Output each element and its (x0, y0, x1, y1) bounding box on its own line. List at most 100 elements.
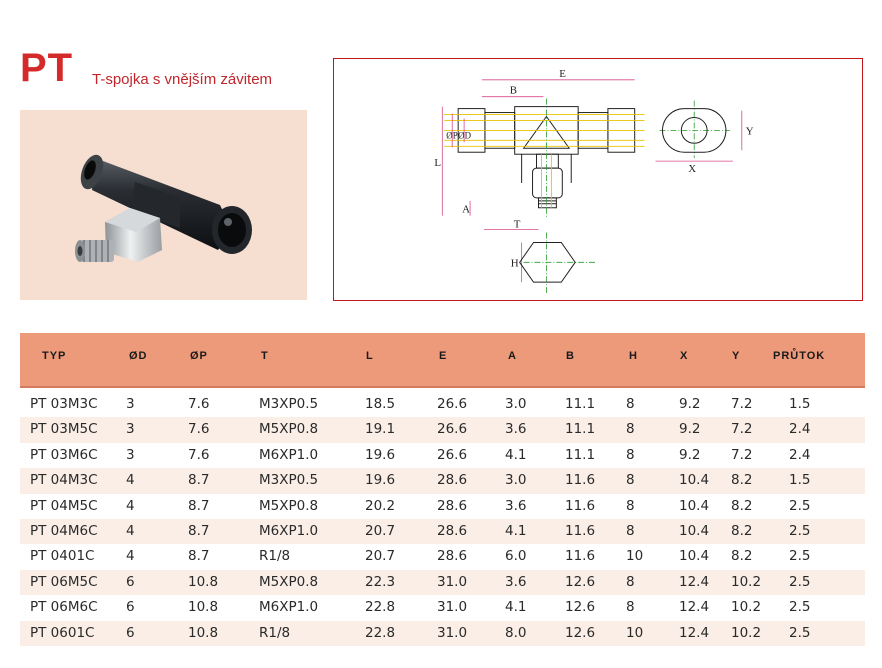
table-cell: 12.6 (565, 624, 596, 641)
product-code: PT (20, 46, 74, 90)
table-cell: 8 (626, 599, 635, 616)
table-cell: PT 04M5C (30, 497, 98, 514)
column-header: TYP (42, 350, 67, 362)
dim-label-x: X (688, 163, 696, 175)
table-cell: 28.6 (437, 497, 468, 514)
table-cell: 10 (626, 548, 644, 565)
table-cell: 7.2 (731, 421, 753, 438)
table-cell: 10.2 (731, 624, 762, 641)
column-header: ØP (190, 350, 208, 362)
table-cell: 20.2 (365, 497, 396, 514)
table-cell: PT 0601C (30, 624, 95, 641)
table-cell: 8 (626, 472, 635, 489)
table-cell: 28.6 (437, 472, 468, 489)
table-cell: M6XP1.0 (259, 599, 319, 616)
table-cell: 8 (626, 522, 635, 539)
table-cell: 7.6 (188, 396, 210, 412)
table-cell: 22.3 (365, 573, 396, 590)
table-cell: PT 03M3C (30, 396, 98, 412)
table-cell: 2.4 (789, 421, 811, 438)
dim-label-t: T (514, 219, 521, 231)
table-cell: 8 (626, 396, 635, 412)
table-cell: 2.5 (789, 624, 811, 641)
table-cell: 8 (626, 446, 635, 463)
table-cell: 31.0 (437, 599, 468, 616)
column-header: Y (732, 350, 741, 362)
table-cell: R1/8 (259, 624, 291, 641)
product-subtitle: T-spojka s vnějším závitem (92, 71, 273, 88)
table-cell: 20.7 (365, 548, 396, 565)
column-header: L (366, 350, 374, 362)
table-cell: 26.6 (437, 396, 468, 412)
table-cell: 4 (126, 548, 135, 565)
table-cell: 8.2 (731, 548, 753, 565)
table-cell: M5XP0.8 (259, 497, 319, 514)
table-cell: PT 04M3C (30, 472, 98, 489)
table-cell: 11.1 (565, 421, 596, 438)
table-cell: 2.5 (789, 522, 811, 539)
table-cell: 12.4 (679, 573, 710, 590)
table-cell: 19.1 (365, 421, 396, 438)
table-cell: 10.8 (188, 573, 219, 590)
table-cell: PT 0401C (30, 548, 95, 565)
table-cell: 11.6 (565, 497, 596, 514)
table-cell: 9.2 (679, 396, 701, 412)
table-cell: 31.0 (437, 624, 468, 641)
dim-label-h: H (511, 257, 519, 269)
table-cell: 8 (626, 497, 635, 514)
table-cell: 8.7 (188, 548, 210, 565)
column-header: E (439, 350, 448, 362)
table-cell: 11.1 (565, 446, 596, 463)
table-cell: R1/8 (259, 548, 291, 565)
table-cell: 10.4 (679, 548, 710, 565)
table-cell: M6XP1.0 (259, 446, 319, 463)
column-header: X (680, 350, 689, 362)
table-cell: 2.5 (789, 573, 811, 590)
table-cell: 3.6 (505, 573, 527, 590)
table-cell: 7.2 (731, 446, 753, 463)
table-cell: 2.4 (789, 446, 811, 463)
table-cell: 11.6 (565, 548, 596, 565)
table-cell: 6.0 (505, 548, 527, 565)
table-cell: PT 06M6C (30, 599, 98, 616)
table-cell: PT 06M5C (30, 573, 98, 590)
column-header: B (566, 350, 575, 362)
table-cell: 3.0 (505, 396, 527, 412)
dim-label-a: A (462, 204, 470, 216)
table-cell: 2.5 (789, 497, 811, 514)
table-cell: 10.2 (731, 599, 762, 616)
table-cell: 8.7 (188, 497, 210, 514)
column-header: PRŮTOK (773, 350, 826, 362)
table-cell: 2.5 (789, 548, 811, 565)
table-cell: 28.6 (437, 522, 468, 539)
table-cell: 3.6 (505, 421, 527, 438)
table-cell: 8 (626, 421, 635, 438)
product-photo (20, 110, 307, 300)
table-cell: PT 03M5C (30, 421, 98, 438)
table-cell: 19.6 (365, 472, 396, 489)
table-cell: 10.4 (679, 472, 710, 489)
table-cell: 22.8 (365, 624, 396, 641)
table-cell: 10.8 (188, 599, 219, 616)
technical-drawing: E B L ØP ØD A T H X Y (333, 58, 863, 301)
table-cell: M3XP0.5 (259, 472, 319, 489)
table-cell: M3XP0.5 (259, 396, 319, 412)
table-cell: 28.6 (437, 548, 468, 565)
table-cell: 10 (626, 624, 644, 641)
table-cell: 3.0 (505, 472, 527, 489)
table-cell: 12.4 (679, 599, 710, 616)
table-cell: PT 03M6C (30, 446, 98, 463)
table-cell: 3 (126, 396, 135, 412)
table-cell: 20.7 (365, 522, 396, 539)
table-cell: 12.6 (565, 599, 596, 616)
table-cell: 26.6 (437, 421, 468, 438)
table-cell: 7.6 (188, 446, 210, 463)
